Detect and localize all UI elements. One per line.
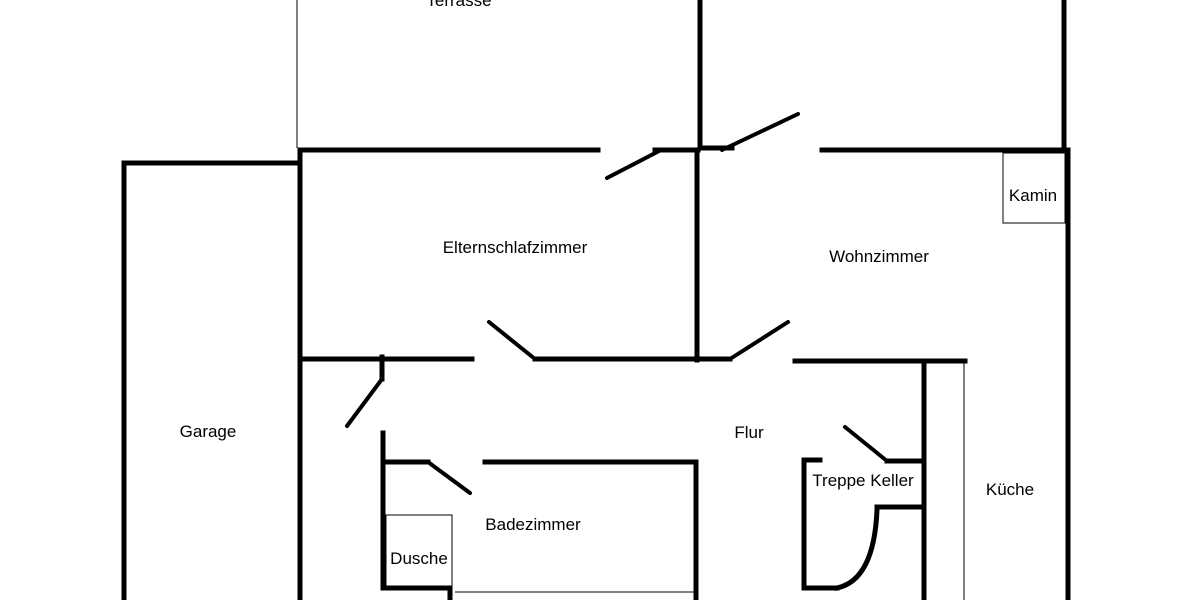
label-wohnzimmer: Wohnzimmer: [829, 247, 929, 266]
label-dusche: Dusche: [390, 549, 448, 568]
door-bedroom-hall: [487, 320, 537, 361]
upper-right-room: [697, 0, 1067, 151]
kitchen-walls: [921, 358, 965, 600]
garage-walls: [121, 160, 301, 600]
label-kamin: Kamin: [1009, 186, 1057, 205]
label-terrasse: Terrasse: [426, 0, 491, 10]
door-living-hall: [728, 320, 790, 361]
shower-box: [385, 514, 453, 588]
fireplace-box: [1002, 152, 1066, 224]
label-garage: Garage: [180, 422, 237, 441]
stairs-walls: [801, 457, 925, 591]
label-kueche: Küche: [986, 480, 1034, 499]
bathroom-walls: [380, 430, 699, 600]
door-living-terrace: [720, 112, 800, 152]
label-flur: Flur: [734, 423, 764, 442]
label-badezimmer: Badezimmer: [485, 515, 581, 534]
door-bedroom-terrace: [605, 148, 663, 180]
door-garage-hall: [345, 377, 384, 428]
doors: [345, 112, 889, 495]
label-elternschlafzimmer: Elternschlafzimmer: [443, 238, 588, 257]
door-stairs: [843, 425, 889, 463]
outer-walls: [297, 147, 1071, 600]
hall-top-wall: [299, 356, 968, 364]
door-bathroom: [426, 460, 472, 495]
label-treppe-keller: Treppe Keller: [812, 471, 914, 490]
